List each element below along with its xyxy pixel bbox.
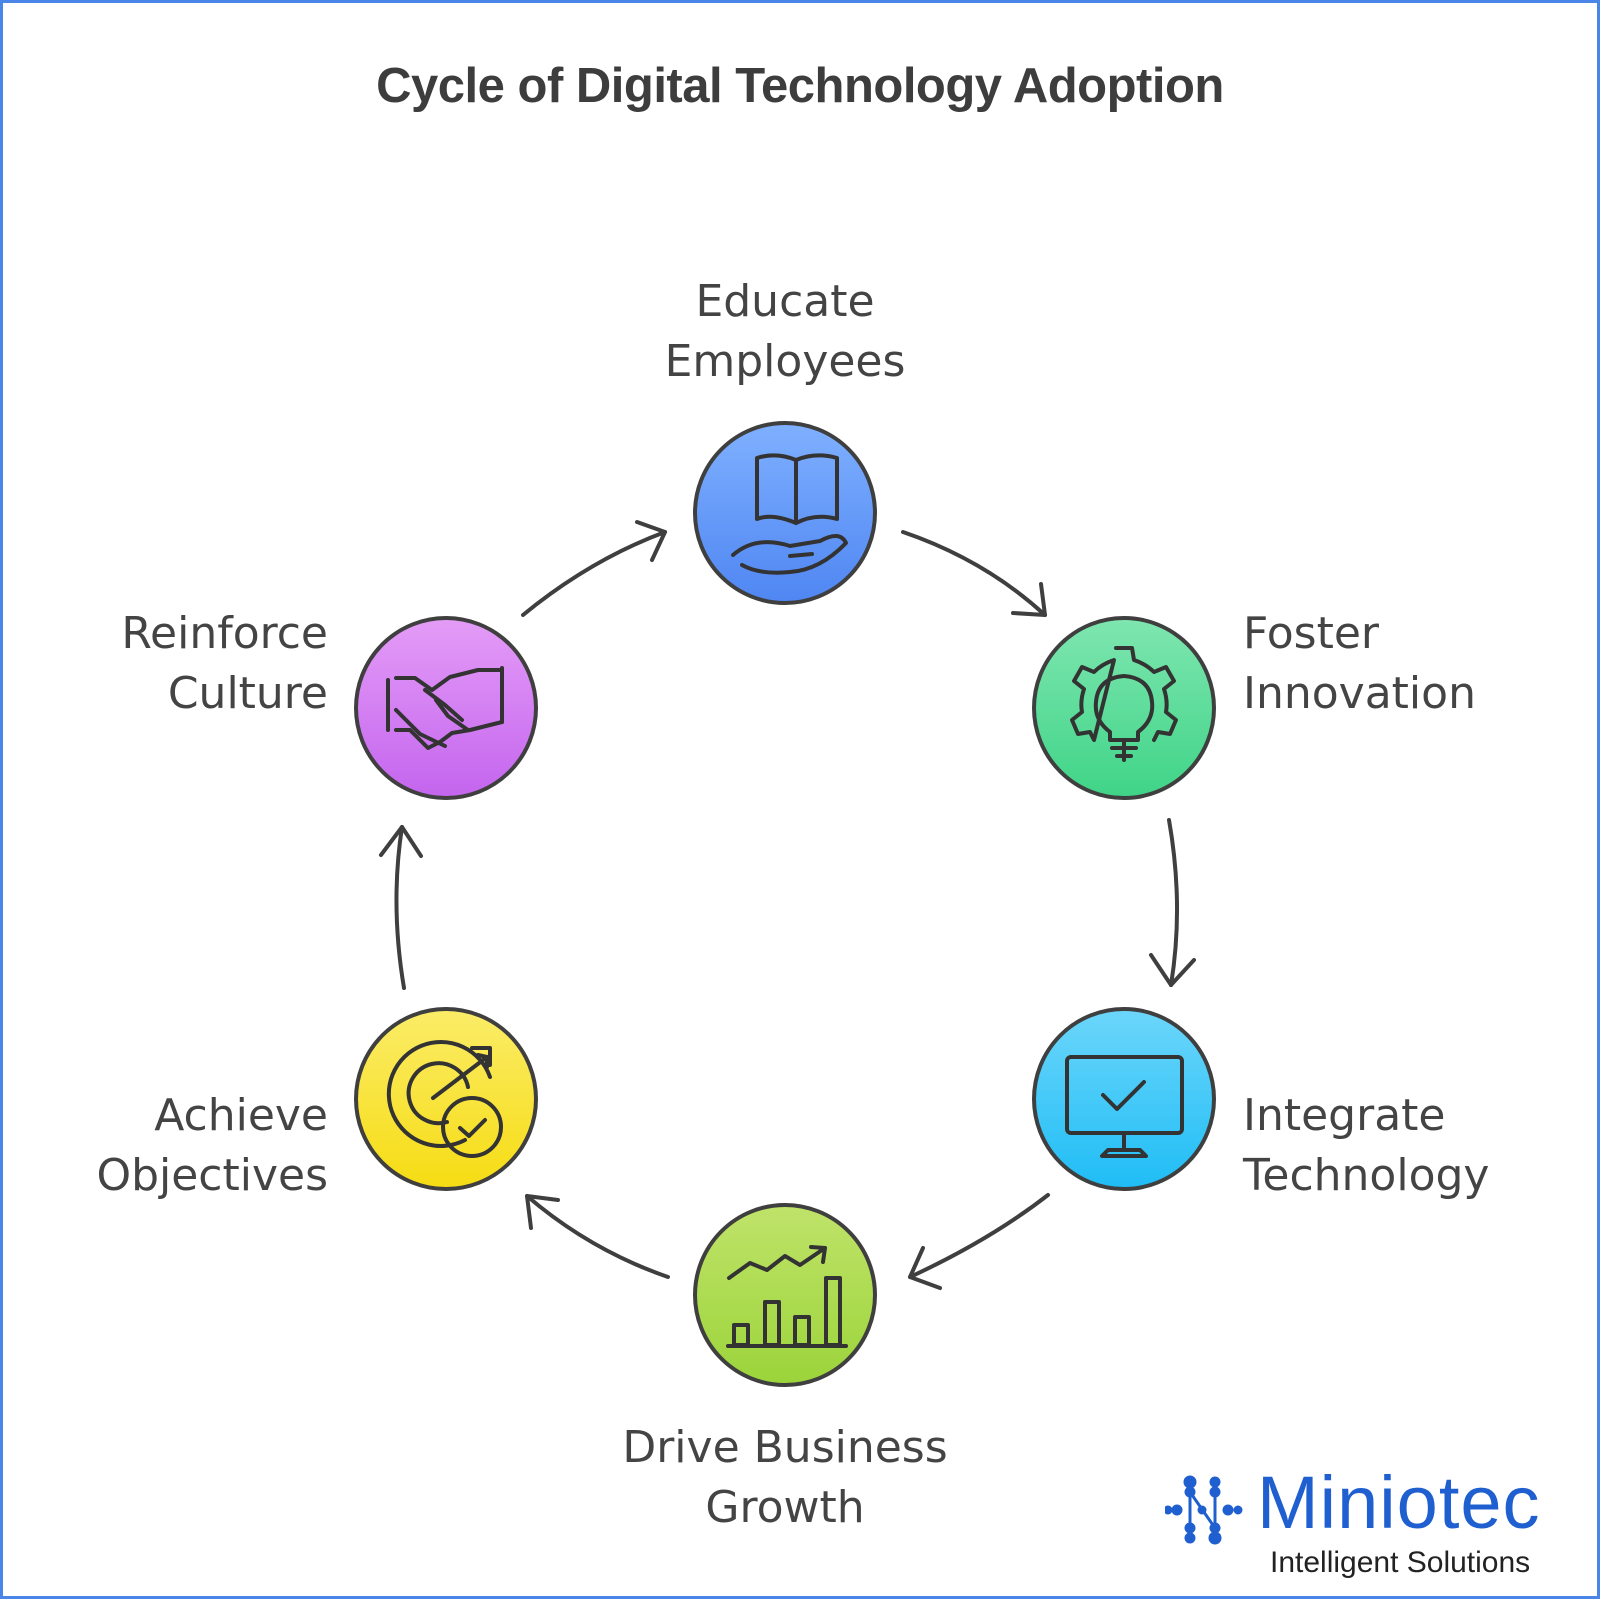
step-label-integrate-technology: Integrate Technology	[1243, 1086, 1583, 1206]
step-label-drive-business-growth: Drive Business Growth	[560, 1418, 1010, 1538]
target-checkmark-icon	[386, 1039, 503, 1158]
step-label-line: Employees	[664, 336, 906, 387]
handshake-icon	[386, 666, 504, 750]
company-logo: Miniotec Intelligent Solutions	[1165, 1462, 1565, 1582]
step-label-line: Foster	[1243, 608, 1379, 659]
drive-business-growth-circle	[693, 1203, 877, 1387]
integrate-technology-circle	[1032, 1007, 1216, 1191]
step-label-line: Growth	[705, 1482, 865, 1533]
book-in-hand-icon	[731, 453, 848, 575]
miniotec-network-icon	[1165, 1475, 1243, 1545]
step-label-foster-innovation: Foster Innovation	[1243, 604, 1573, 724]
achieve-objectives-circle	[354, 1007, 538, 1191]
step-label-line: Culture	[167, 668, 328, 719]
step-label-achieve-objectives: Achieve Objectives	[20, 1086, 328, 1206]
logo-name: Miniotec	[1257, 1461, 1541, 1544]
gear-lightbulb-icon	[1070, 646, 1178, 762]
step-label-line: Drive Business	[622, 1422, 948, 1473]
growth-bar-chart-icon	[726, 1245, 848, 1348]
arrow-foster-to-integrate	[1149, 818, 1196, 987]
step-label-line: Objectives	[96, 1150, 328, 1201]
arrow-achieve-to-reinforce	[379, 825, 423, 990]
arrow-integrate-to-growth	[908, 1193, 1050, 1290]
step-label-educate-employees: Educate Employees	[585, 272, 985, 392]
step-label-line: Achieve	[154, 1090, 328, 1141]
logo-tagline: Intelligent Solutions	[1270, 1546, 1531, 1579]
diagram-title: Cycle of Digital Technology Adoption	[376, 59, 1224, 113]
step-label-line: Integrate	[1243, 1090, 1446, 1141]
step-label-line: Reinforce	[121, 608, 328, 659]
foster-innovation-circle	[1032, 616, 1216, 800]
arrow-educate-to-foster	[901, 530, 1047, 617]
monitor-checkmark-icon	[1065, 1055, 1184, 1158]
educate-employees-circle	[693, 421, 877, 605]
arrow-growth-to-achieve	[525, 1194, 670, 1279]
step-label-line: Technology	[1243, 1150, 1490, 1201]
step-label-reinforce-culture: Reinforce Culture	[20, 604, 328, 724]
step-label-line: Innovation	[1243, 668, 1476, 719]
arrow-reinforce-to-educate	[521, 520, 667, 617]
step-label-line: Educate	[695, 276, 875, 327]
